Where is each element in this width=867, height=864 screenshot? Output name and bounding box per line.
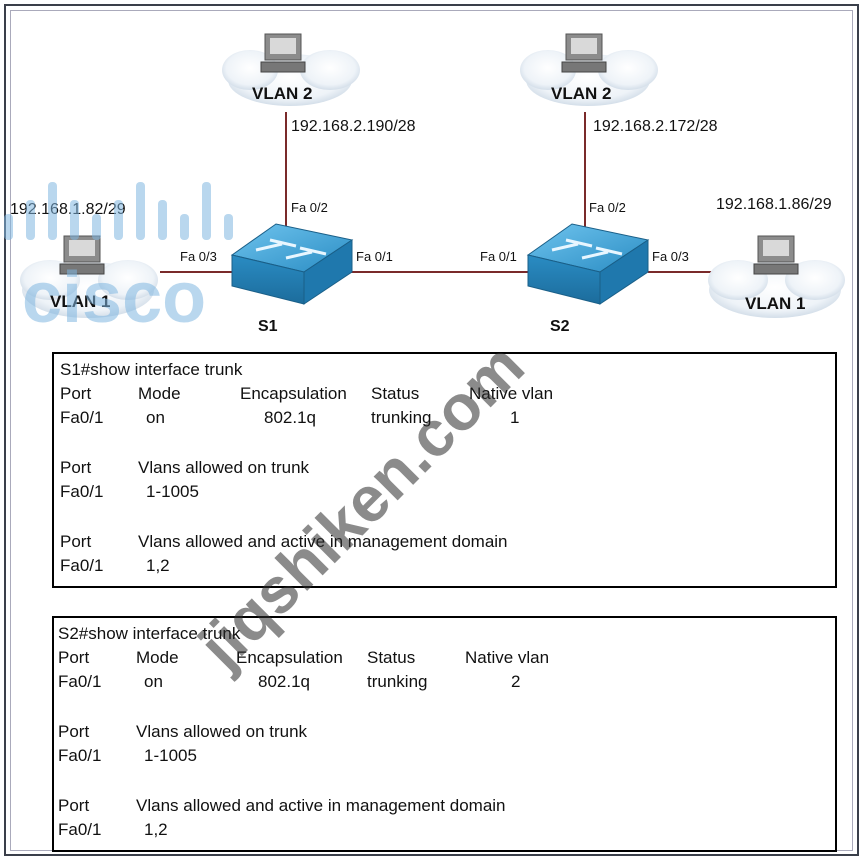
vlan-label-top-left: VLAN 2 [252, 84, 313, 103]
s1-r1-native: 1 [510, 408, 520, 427]
s2-r1-mode: on [144, 672, 163, 691]
s2-r3-port: Fa0/1 [58, 820, 102, 839]
s2-r1-port: Fa0/1 [58, 672, 102, 691]
s1-h3-port: Port [60, 532, 92, 551]
s2-h3-port: Port [58, 796, 90, 815]
port-s2-fa03: Fa 0/3 [652, 249, 689, 264]
ip-top-left: 192.168.2.190/28 [291, 118, 416, 135]
s2-r1-encap: 802.1q [258, 672, 310, 691]
port-s1-fa02: Fa 0/2 [291, 200, 328, 215]
s1-h3-vlans: Vlans allowed and active in management d… [138, 532, 508, 551]
s1-r1-port: Fa0/1 [60, 408, 104, 427]
s1-r1-status: trunking [371, 408, 432, 427]
ip-right: 192.168.1.86/29 [716, 196, 832, 213]
vlan-label-top-right: VLAN 2 [551, 84, 612, 103]
cloud-right [708, 260, 845, 318]
s2-r3-vlans: 1,2 [144, 820, 168, 839]
s2-r2-port: Fa0/1 [58, 746, 102, 765]
s2-command: S2#show interface trunk [58, 624, 241, 643]
s1-h2-vlans: Vlans allowed on trunk [138, 458, 310, 477]
s1-output-box [52, 352, 837, 588]
s2-h3-vlans: Vlans allowed and active in management d… [136, 796, 506, 815]
s1-r2-vlans: 1-1005 [146, 482, 199, 501]
diagram-frame [4, 4, 859, 856]
switch-s2-label: S2 [550, 318, 570, 335]
cloud-top-right [520, 50, 658, 106]
s1-h1-port: Port [60, 384, 92, 403]
switch-s1-icon [230, 223, 354, 305]
links [160, 112, 715, 273]
port-s1-fa01: Fa 0/1 [356, 249, 393, 264]
s2-r2-vlans: 1-1005 [144, 746, 197, 765]
vlan-label-left: VLAN 1 [50, 292, 111, 311]
s1-h1-status: Status [371, 384, 420, 403]
s2-h1-mode: Mode [136, 648, 179, 667]
pc-icon [260, 33, 306, 73]
s1-r3-port: Fa0/1 [60, 556, 104, 575]
s1-h1-native: Native vlan [469, 384, 554, 403]
port-s2-fa01: Fa 0/1 [480, 249, 517, 264]
s1-h1-encap: Encapsulation [240, 384, 347, 403]
ip-top-right: 192.168.2.172/28 [593, 118, 718, 135]
s2-r1-status: trunking [367, 672, 428, 691]
s1-r3-vlans: 1,2 [146, 556, 170, 575]
s1-h1-mode: Mode [138, 384, 181, 403]
s2-h1-port: Port [58, 648, 90, 667]
pc-icon [59, 235, 105, 275]
cloud-top-left [222, 50, 360, 106]
ip-left: 192.168.1.82/29 [10, 201, 126, 218]
s1-h2-port: Port [60, 458, 92, 477]
s2-r1-native: 2 [511, 672, 521, 691]
s1-r1-encap: 802.1q [264, 408, 316, 427]
switch-s1-label: S1 [258, 318, 278, 335]
s2-h1-encap: Encapsulation [236, 648, 343, 667]
s2-h1-status: Status [367, 648, 416, 667]
s1-command: S1#show interface trunk [60, 360, 243, 379]
s2-h2-port: Port [58, 722, 90, 741]
s1-r1-mode: on [146, 408, 165, 427]
port-s2-fa02: Fa 0/2 [589, 200, 626, 215]
s2-h2-vlans: Vlans allowed on trunk [136, 722, 308, 741]
pc-icon [753, 235, 799, 275]
switch-s2-icon [526, 223, 650, 305]
vlan-label-right: VLAN 1 [745, 294, 806, 313]
pc-icon [561, 33, 607, 73]
s2-output-box [52, 616, 837, 852]
s2-h1-native: Native vlan [465, 648, 550, 667]
s1-r2-port: Fa0/1 [60, 482, 104, 501]
port-s1-fa03: Fa 0/3 [180, 249, 217, 264]
